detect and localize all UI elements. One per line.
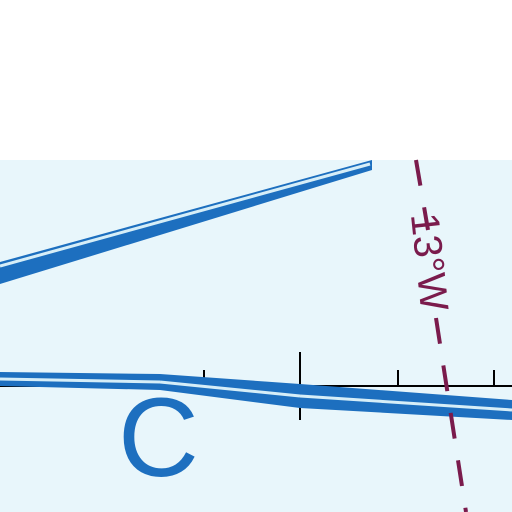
airspace-boundary-upper <box>0 160 372 284</box>
airspace-class-label: C <box>118 375 199 500</box>
airspace-boundary-upper-dashes <box>0 162 371 268</box>
isogonic-line <box>414 159 468 512</box>
airspace-boundary-lower-dashes <box>0 377 512 412</box>
airspace-boundary-lower <box>0 372 512 420</box>
isogonic-variation-label: 13°W <box>401 210 457 314</box>
white-top-area <box>0 0 512 160</box>
